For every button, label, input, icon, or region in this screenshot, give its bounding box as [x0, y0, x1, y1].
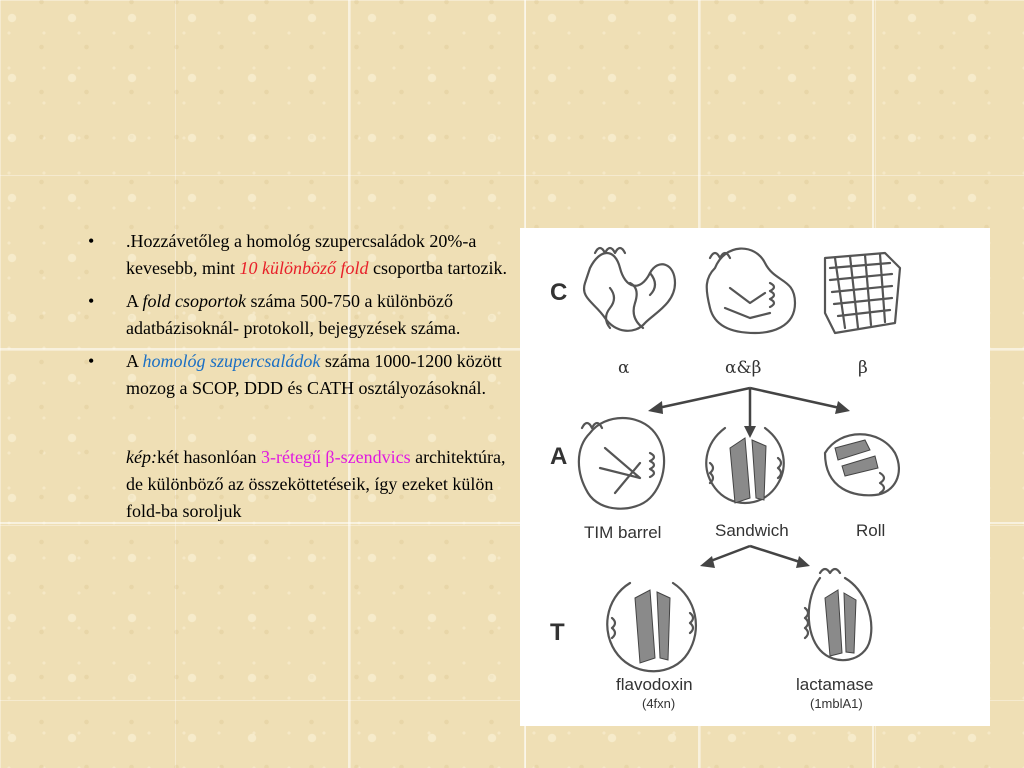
- class-to-architecture-arrows: [648, 386, 850, 438]
- bullet-item: A homológ szupercsaládok száma 1000-1200…: [88, 348, 508, 402]
- caption-highlight: 3-rétegű β-szendvics: [260, 447, 411, 467]
- image-caption: kép:két hasonlóan 3-rétegű β-szendvics a…: [88, 444, 508, 525]
- bullet-text: száma 1000-1200 között mozog a SCOP, DDD…: [126, 351, 502, 398]
- topology-label-lactamase: lactamase: [796, 675, 873, 694]
- bullet-highlight: 10 különböző fold: [239, 258, 369, 278]
- architecture-to-topology-arrows: [700, 544, 810, 568]
- bullet-item: .Hozzávetőleg a homológ szupercsaládok 2…: [88, 228, 508, 282]
- caption-text: két hasonlóan: [156, 447, 261, 467]
- bullet-text: .Hozzávetőleg a homológ szupercsaládok 2…: [126, 231, 477, 278]
- topology-id-lactamase: (1mblA1): [810, 696, 863, 711]
- arch-label-tim-barrel: TIM barrel: [584, 523, 661, 542]
- bullet-text: száma 500-750 a különböző adatbázisoknál…: [126, 291, 461, 338]
- arch-label-roll: Roll: [856, 521, 885, 540]
- topology-id-flavodoxin: (4fxn): [642, 696, 675, 711]
- bullet-text: csoportba tartozik.: [368, 258, 507, 278]
- bullet-highlight: fold csoportok: [142, 291, 247, 311]
- protein-tim-barrel: [577, 416, 666, 510]
- bullet-highlight: homológ szupercsaládok: [142, 351, 321, 371]
- class-label-beta: β: [858, 358, 868, 378]
- row-label-topology: T: [550, 619, 565, 646]
- topology-label-flavodoxin: flavodoxin: [616, 675, 693, 694]
- protein-roll: [823, 433, 900, 497]
- protein-flavodoxin: [606, 581, 697, 673]
- cath-diagram: C A T α α&β β: [550, 246, 902, 711]
- caption-lead: kép:: [126, 447, 157, 467]
- bullet-text: A: [126, 291, 143, 311]
- protein-beta: [823, 251, 902, 335]
- row-label-class: C: [550, 279, 567, 306]
- class-label-alpha: α: [618, 358, 630, 378]
- caption-text: architektúra, de különböző az összekötte…: [126, 447, 506, 521]
- protein-alpha-beta: [705, 247, 797, 335]
- protein-lactamase: [803, 567, 873, 662]
- row-label-architecture: A: [550, 443, 567, 470]
- arch-label-sandwich: Sandwich: [715, 521, 789, 540]
- text-column: .Hozzávetőleg a homológ szupercsaládok 2…: [88, 228, 508, 525]
- protein-alpha: [582, 246, 677, 332]
- background-tile-line: [0, 348, 1024, 350]
- protein-sandwich: [705, 426, 785, 504]
- class-label-alpha-beta: α&β: [725, 358, 761, 378]
- bullet-text: A: [126, 351, 143, 371]
- bullet-list: .Hozzávetőleg a homológ szupercsaládok 2…: [88, 228, 508, 402]
- cath-hierarchy-figure: C A T α α&β β: [520, 228, 990, 726]
- background-tile-line: [0, 522, 1024, 524]
- bullet-item: A fold csoportok száma 500-750 a különbö…: [88, 288, 508, 342]
